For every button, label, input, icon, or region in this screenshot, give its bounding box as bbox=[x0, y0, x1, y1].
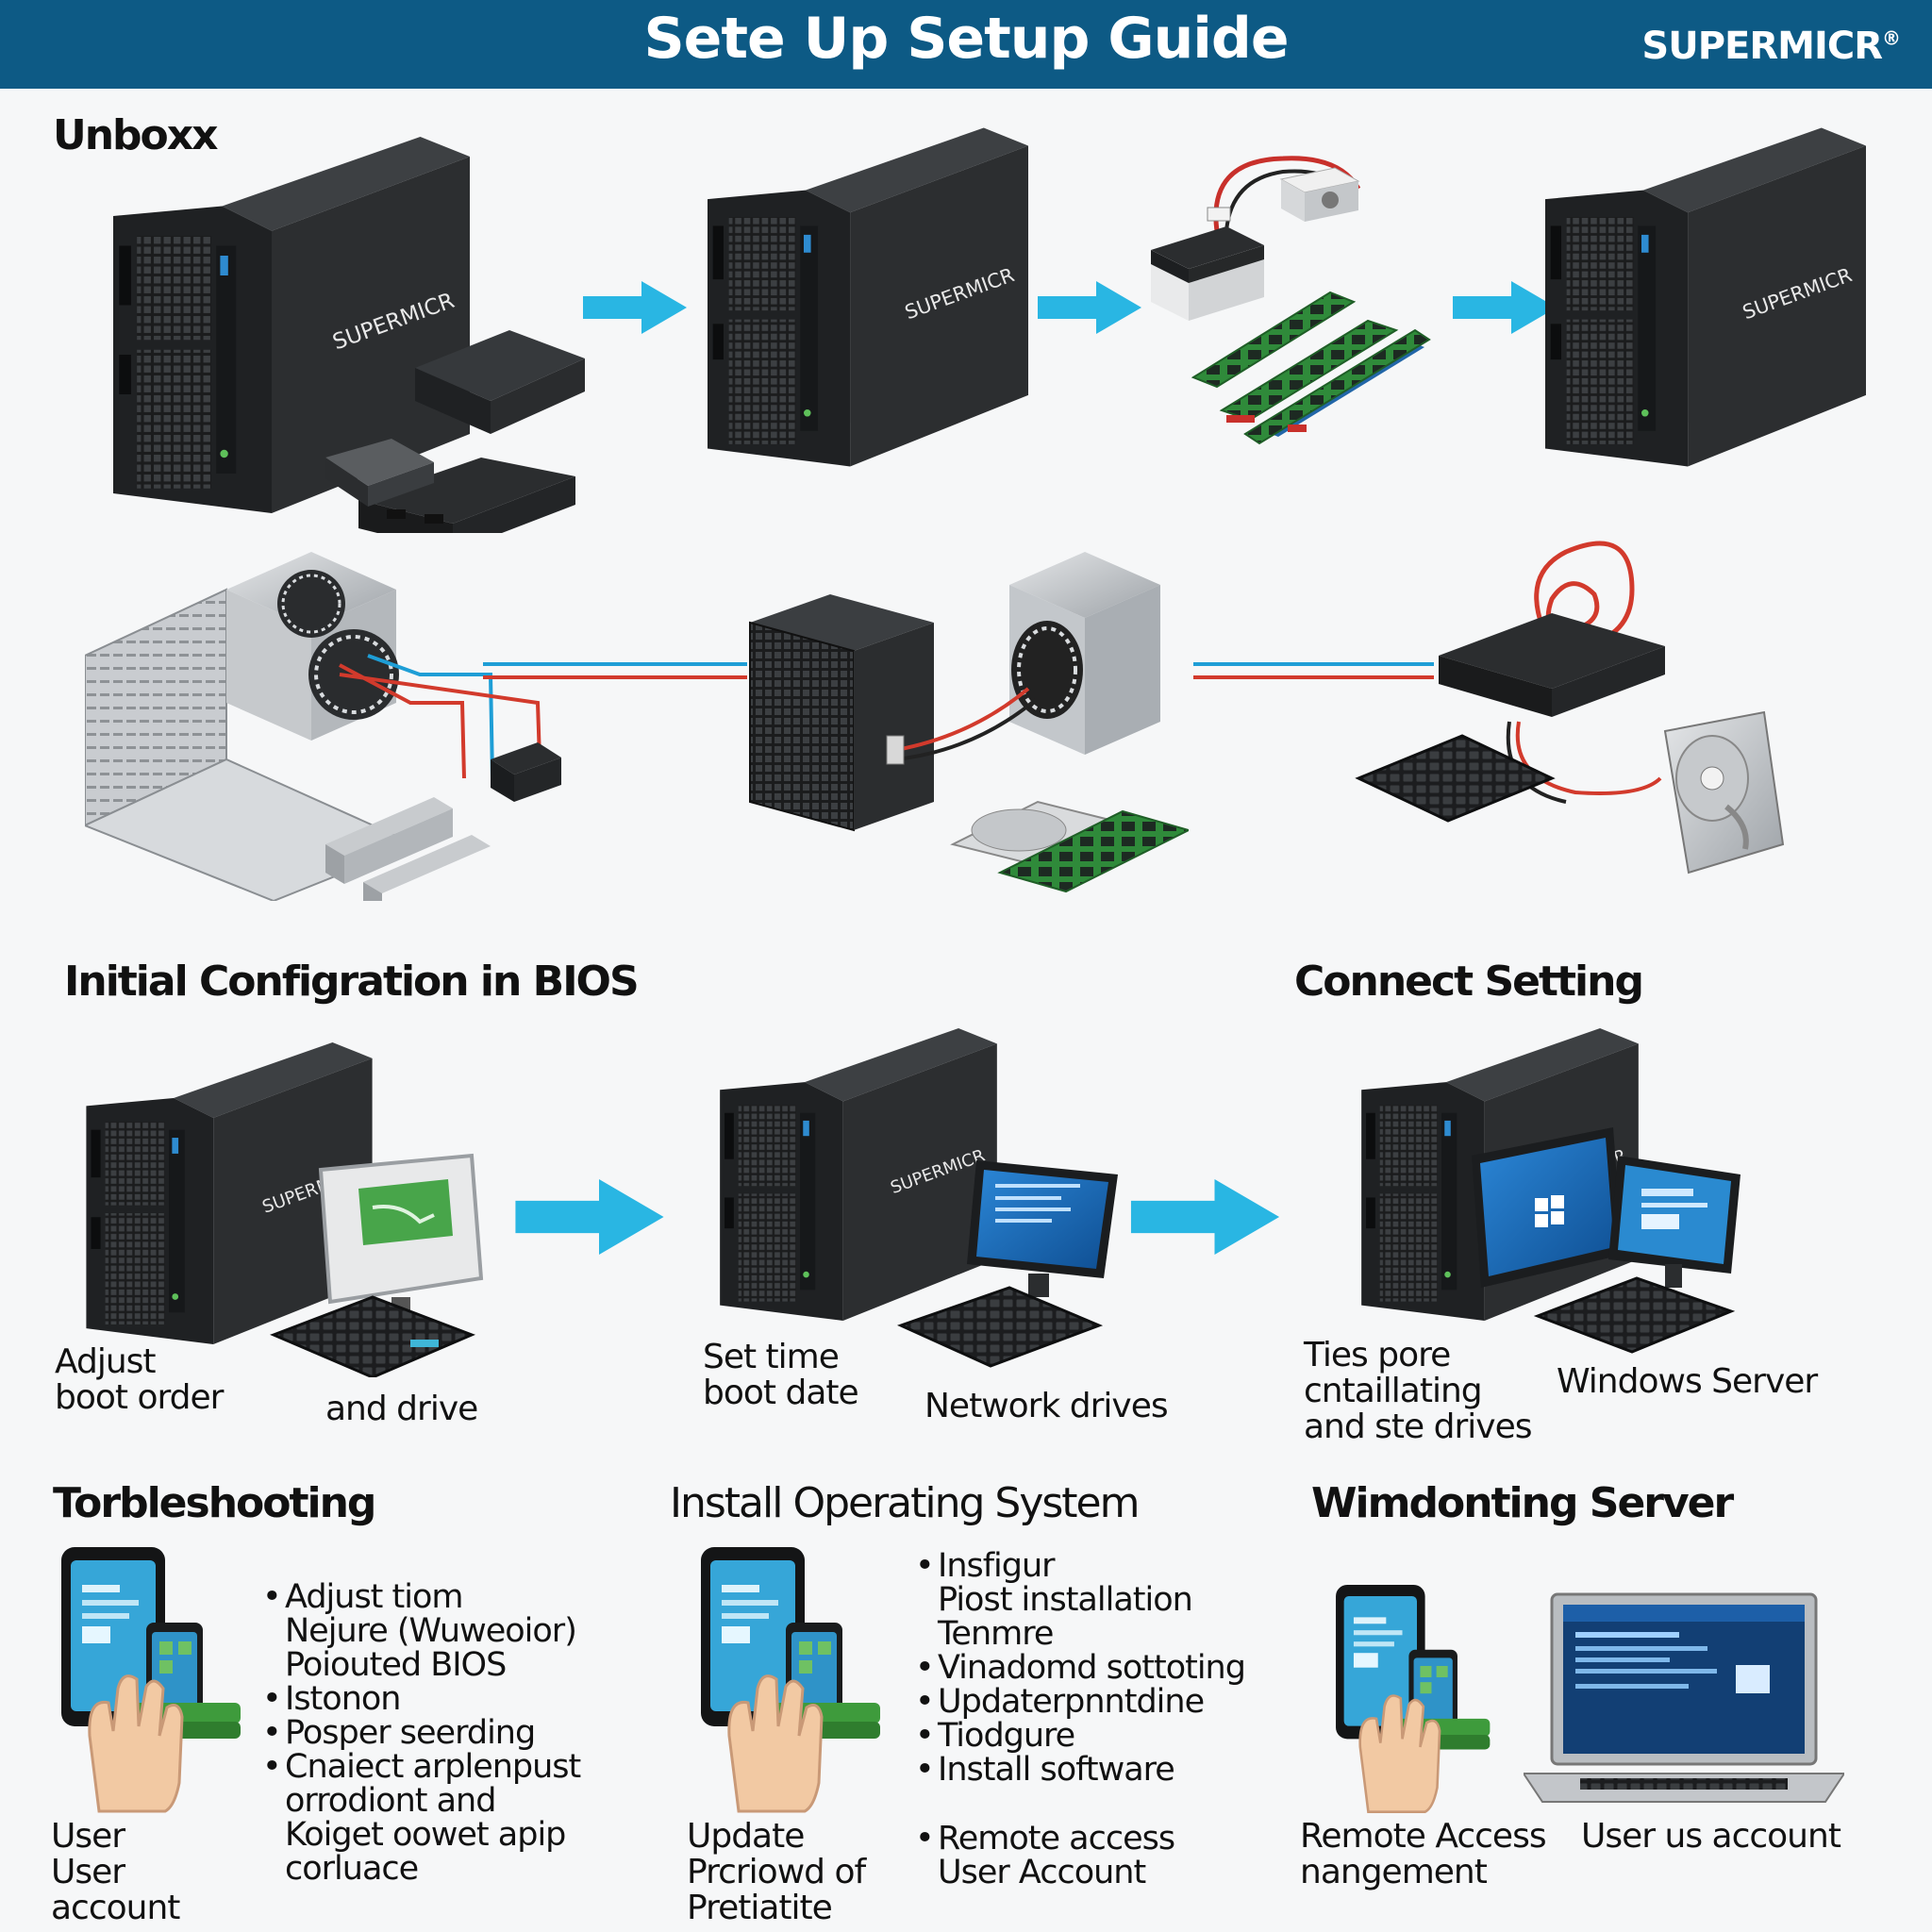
caption-adjust-boot-order: Adjust boot order bbox=[55, 1342, 224, 1417]
list-item: Updaterpnntdine bbox=[915, 1685, 1245, 1719]
drive-caddy-icon bbox=[325, 439, 439, 514]
list-item: Koiget oowet apip bbox=[285, 1816, 566, 1854]
list-item: Piost installation bbox=[938, 1581, 1193, 1619]
connector-line-icon bbox=[1193, 660, 1434, 683]
list-item: Poiouted BIOS bbox=[285, 1646, 507, 1684]
list-item: Tiodgure bbox=[915, 1719, 1245, 1753]
hub-keyboard-hard-drive-icon bbox=[1349, 524, 1792, 901]
section-title-unbox: Unboxx bbox=[53, 111, 219, 159]
caption-network-drives: Network drives bbox=[924, 1387, 1169, 1425]
monitor-keyboard-bios-icon bbox=[269, 1151, 495, 1377]
list-item: Posper seerding bbox=[262, 1716, 580, 1750]
caption-user-account: User User account bbox=[51, 1817, 180, 1927]
drive-cage-with-fan-icon bbox=[745, 547, 1189, 906]
monitor-keyboard-network-icon bbox=[896, 1151, 1132, 1368]
list-item: corluace bbox=[285, 1850, 419, 1888]
list-item: Cnaiect arplenpust bbox=[262, 1750, 581, 1784]
section-title-bios: Initial Configration in BIOS bbox=[64, 958, 640, 1006]
phone-hand-icon bbox=[61, 1547, 250, 1816]
list-item: Tenmre bbox=[938, 1615, 1054, 1653]
page-title: Sete Up Setup Guide bbox=[643, 6, 1289, 72]
list-item: Nejure (Wuweoior) bbox=[285, 1612, 577, 1650]
list-item: Istonon bbox=[262, 1682, 580, 1716]
header-bar: Sete Up Setup Guide SUPERMICR® bbox=[0, 0, 1932, 89]
arrow-right-icon bbox=[583, 281, 687, 334]
server-tower-icon bbox=[708, 127, 1028, 467]
open-chassis-with-psu-icon bbox=[85, 533, 575, 901]
section-title-connect: Connect Setting bbox=[1294, 958, 1644, 1006]
caption-windows-server: Windows Server bbox=[1557, 1362, 1818, 1401]
server-tower-icon bbox=[104, 137, 575, 533]
arrow-right-icon bbox=[514, 1179, 665, 1255]
ram-and-psu-components-icon bbox=[1141, 151, 1443, 453]
section-title-install-os: Install Operating System bbox=[670, 1479, 1140, 1527]
caption-ties-pore: Ties pore cntaillating and ste drives bbox=[1304, 1336, 1532, 1446]
dual-monitor-windows-server-icon bbox=[1467, 1108, 1750, 1363]
caption-user-us-account: User us account bbox=[1581, 1817, 1841, 1856]
brand-logo: SUPERMICR® bbox=[1641, 25, 1901, 68]
laptop-icon bbox=[1524, 1590, 1844, 1807]
arrow-right-icon bbox=[1453, 281, 1557, 334]
caption-update: Update Prcriowd of Pretiatite bbox=[687, 1817, 866, 1927]
connector-line-icon bbox=[483, 660, 747, 683]
arrow-right-icon bbox=[1127, 1179, 1283, 1255]
phone-hand-icon bbox=[1332, 1585, 1502, 1816]
list-item: Insfigur bbox=[915, 1549, 1245, 1583]
list-item: Install software bbox=[915, 1753, 1245, 1787]
list-item: Adjust tiom bbox=[262, 1580, 580, 1614]
power-supply-box-icon bbox=[415, 330, 585, 519]
section-title-troubleshooting: Torbleshooting bbox=[53, 1479, 376, 1527]
section-title-windows-server: Wimdonting Server bbox=[1311, 1479, 1734, 1527]
list-item: orrodiont and bbox=[285, 1782, 496, 1820]
caption-and-drive: and drive bbox=[325, 1390, 478, 1428]
server-tower-icon bbox=[1545, 127, 1866, 467]
phone-hand-icon bbox=[701, 1547, 890, 1816]
list-item: Vinadomd sottoting bbox=[915, 1651, 1246, 1685]
caption-set-time: Set time boot date bbox=[703, 1338, 859, 1412]
arrow-right-icon bbox=[1038, 281, 1141, 334]
list-item: Remote access bbox=[915, 1822, 1175, 1856]
caption-remote-access: Remote Access nangement bbox=[1300, 1817, 1547, 1891]
list-item: User Account bbox=[938, 1854, 1146, 1891]
